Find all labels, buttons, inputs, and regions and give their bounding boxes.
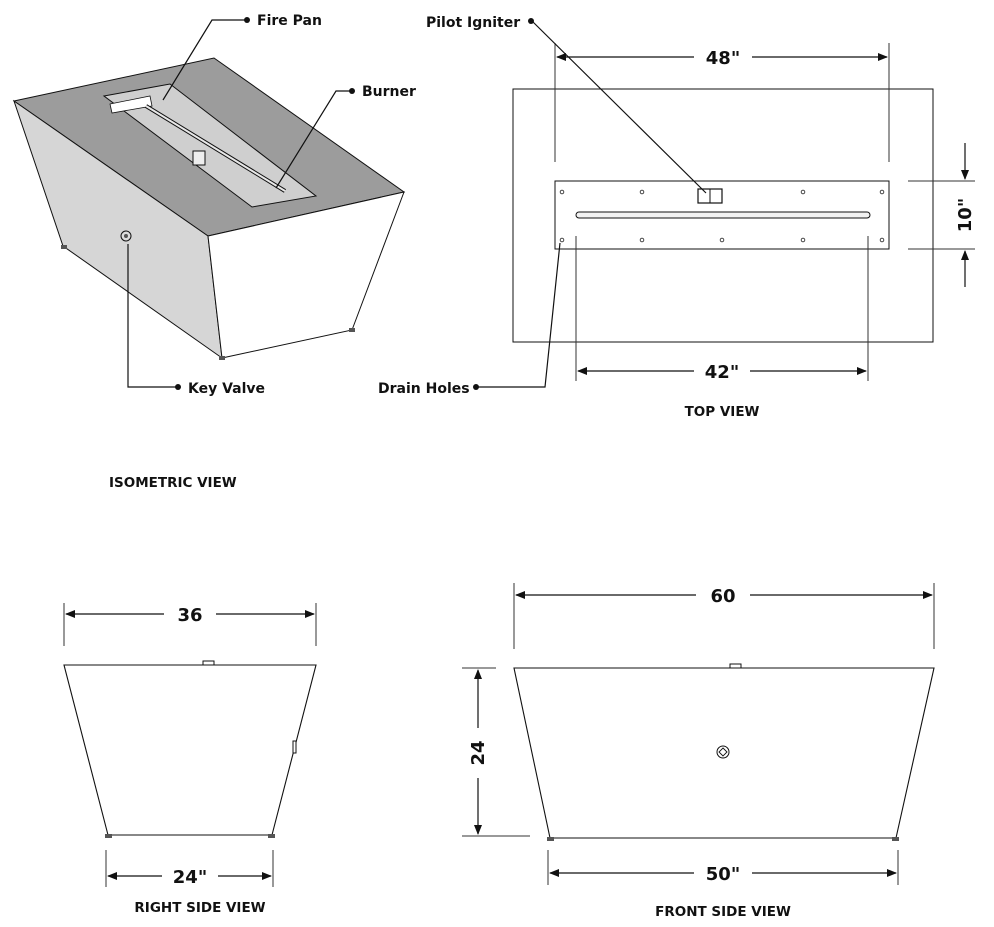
iso-foot	[219, 356, 225, 360]
front-side-foot	[547, 837, 554, 841]
right-side-foot	[268, 834, 275, 838]
top-drain-holes	[559, 189, 885, 243]
front-side-pilot-bump	[729, 663, 742, 669]
right-side-bottom-dimension: 24"	[173, 867, 207, 888]
key-valve-callout-dot	[175, 384, 181, 390]
top-burner-dimension: 42"	[705, 362, 739, 383]
fire-pan-callout-dot	[244, 17, 250, 23]
iso-foot	[349, 328, 355, 332]
top-view-caption: TOP VIEW	[685, 404, 760, 420]
burner-callout-dot	[349, 88, 355, 94]
right-side-foot	[105, 834, 112, 838]
front-side-view-caption: FRONT SIDE VIEW	[655, 904, 791, 920]
pilot-igniter-label: Pilot Igniter	[426, 15, 520, 31]
front-side-height-dimension: 24	[468, 740, 489, 765]
drain-holes-callout-dot	[473, 384, 479, 390]
right-side-top-dimension: 36	[177, 605, 202, 626]
front-side-top-dimension: 60	[710, 586, 735, 607]
iso-fire-pan-inner	[109, 95, 153, 114]
right-side-outline	[63, 664, 317, 836]
right-side-view-caption: RIGHT SIDE VIEW	[134, 900, 265, 916]
isometric-view-caption: ISOMETRIC VIEW	[109, 475, 237, 491]
top-depth-dimension: 10"	[955, 198, 976, 232]
isometric-view: Fire Pan Burner Key Valve ISOMETRIC VIEW	[12, 13, 416, 491]
front-side-bottom-dimension: 50"	[706, 864, 740, 885]
key-valve-label: Key Valve	[188, 381, 265, 397]
top-view: 48" 10" 42" Pilot Igniter Drain Holes TO…	[378, 15, 976, 420]
top-width-dimension: 48"	[706, 48, 740, 69]
front-side-view: 60 24 50" FRONT SIDE VIEW	[462, 583, 935, 920]
fire-pan-label: Fire Pan	[257, 13, 322, 29]
right-side-view: 36 24" RIGHT SIDE VIEW	[63, 603, 317, 916]
right-side-pilot-bump	[202, 660, 215, 666]
top-burner	[575, 211, 871, 219]
burner-label: Burner	[362, 84, 416, 100]
iso-pilot	[192, 150, 206, 166]
front-side-foot	[892, 837, 899, 841]
right-side-valve	[292, 740, 297, 754]
pilot-igniter-callout-dot	[528, 18, 534, 24]
drain-holes-label: Drain Holes	[378, 381, 470, 397]
iso-foot	[61, 245, 67, 249]
